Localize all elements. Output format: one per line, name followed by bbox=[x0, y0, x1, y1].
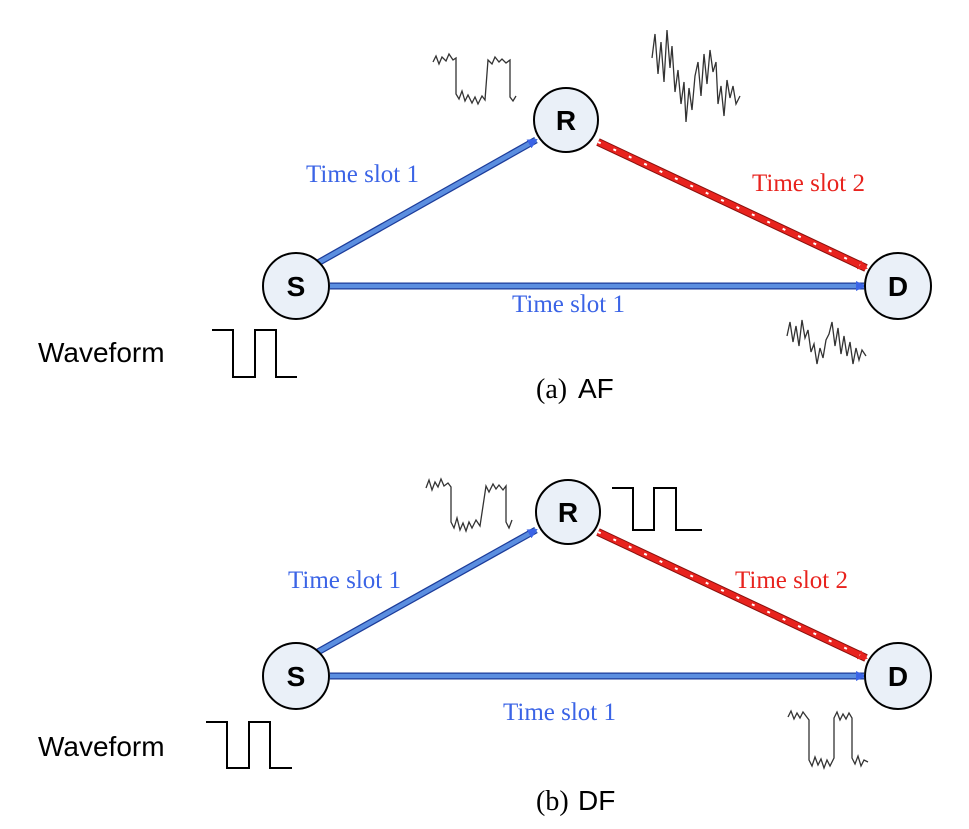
clean-waveform-icon bbox=[612, 487, 702, 531]
node-relay-df: R bbox=[535, 479, 601, 545]
caption-mode-af: AF bbox=[578, 373, 614, 404]
caption-letter-df: (b) bbox=[536, 786, 569, 817]
node-source-label: S bbox=[287, 271, 306, 302]
link-rd-af bbox=[596, 138, 868, 272]
label-sr-af: Time slot 1 bbox=[306, 161, 419, 188]
noisy-waveform-icon bbox=[432, 52, 517, 106]
label-rd-af: Time slot 2 bbox=[752, 170, 865, 197]
label-sd-af: Time slot 1 bbox=[512, 291, 625, 318]
node-source-df: S bbox=[262, 642, 330, 710]
node-destination-label: D bbox=[888, 271, 908, 302]
link-rd-df bbox=[596, 528, 868, 662]
link-sr-af bbox=[314, 136, 538, 268]
caption-letter-af: (a) bbox=[536, 374, 567, 405]
label-sd-df: Time slot 1 bbox=[503, 699, 616, 726]
node-relay-label: R bbox=[558, 497, 578, 528]
node-destination-df: D bbox=[864, 642, 932, 710]
caption-mode-df: DF bbox=[578, 785, 615, 816]
noisy-waveform-icon bbox=[786, 319, 867, 365]
label-rd-df: Time slot 2 bbox=[735, 567, 848, 594]
noisy-waveform-icon bbox=[425, 477, 513, 533]
node-source-af: S bbox=[262, 252, 330, 320]
node-destination-label: D bbox=[888, 661, 908, 692]
panel-af: S R D Time slot 1 Time slot 2 Time slot … bbox=[38, 29, 932, 405]
waveform-label-af: Waveform bbox=[38, 337, 165, 368]
noisy-waveform-icon bbox=[787, 709, 869, 770]
waveform-label-df: Waveform bbox=[38, 731, 165, 762]
link-sr-df bbox=[314, 526, 538, 657]
clean-waveform-icon bbox=[212, 329, 297, 378]
panel-df: S R D Time slot 1 Time slot 2 Time slot … bbox=[38, 477, 932, 817]
clean-waveform-icon bbox=[206, 721, 292, 769]
node-destination-af: D bbox=[864, 252, 932, 320]
noisy-waveform-icon bbox=[651, 29, 741, 123]
node-relay-af: R bbox=[533, 87, 599, 153]
node-source-label: S bbox=[287, 661, 306, 692]
node-relay-label: R bbox=[556, 105, 576, 136]
label-sr-df: Time slot 1 bbox=[288, 567, 401, 594]
